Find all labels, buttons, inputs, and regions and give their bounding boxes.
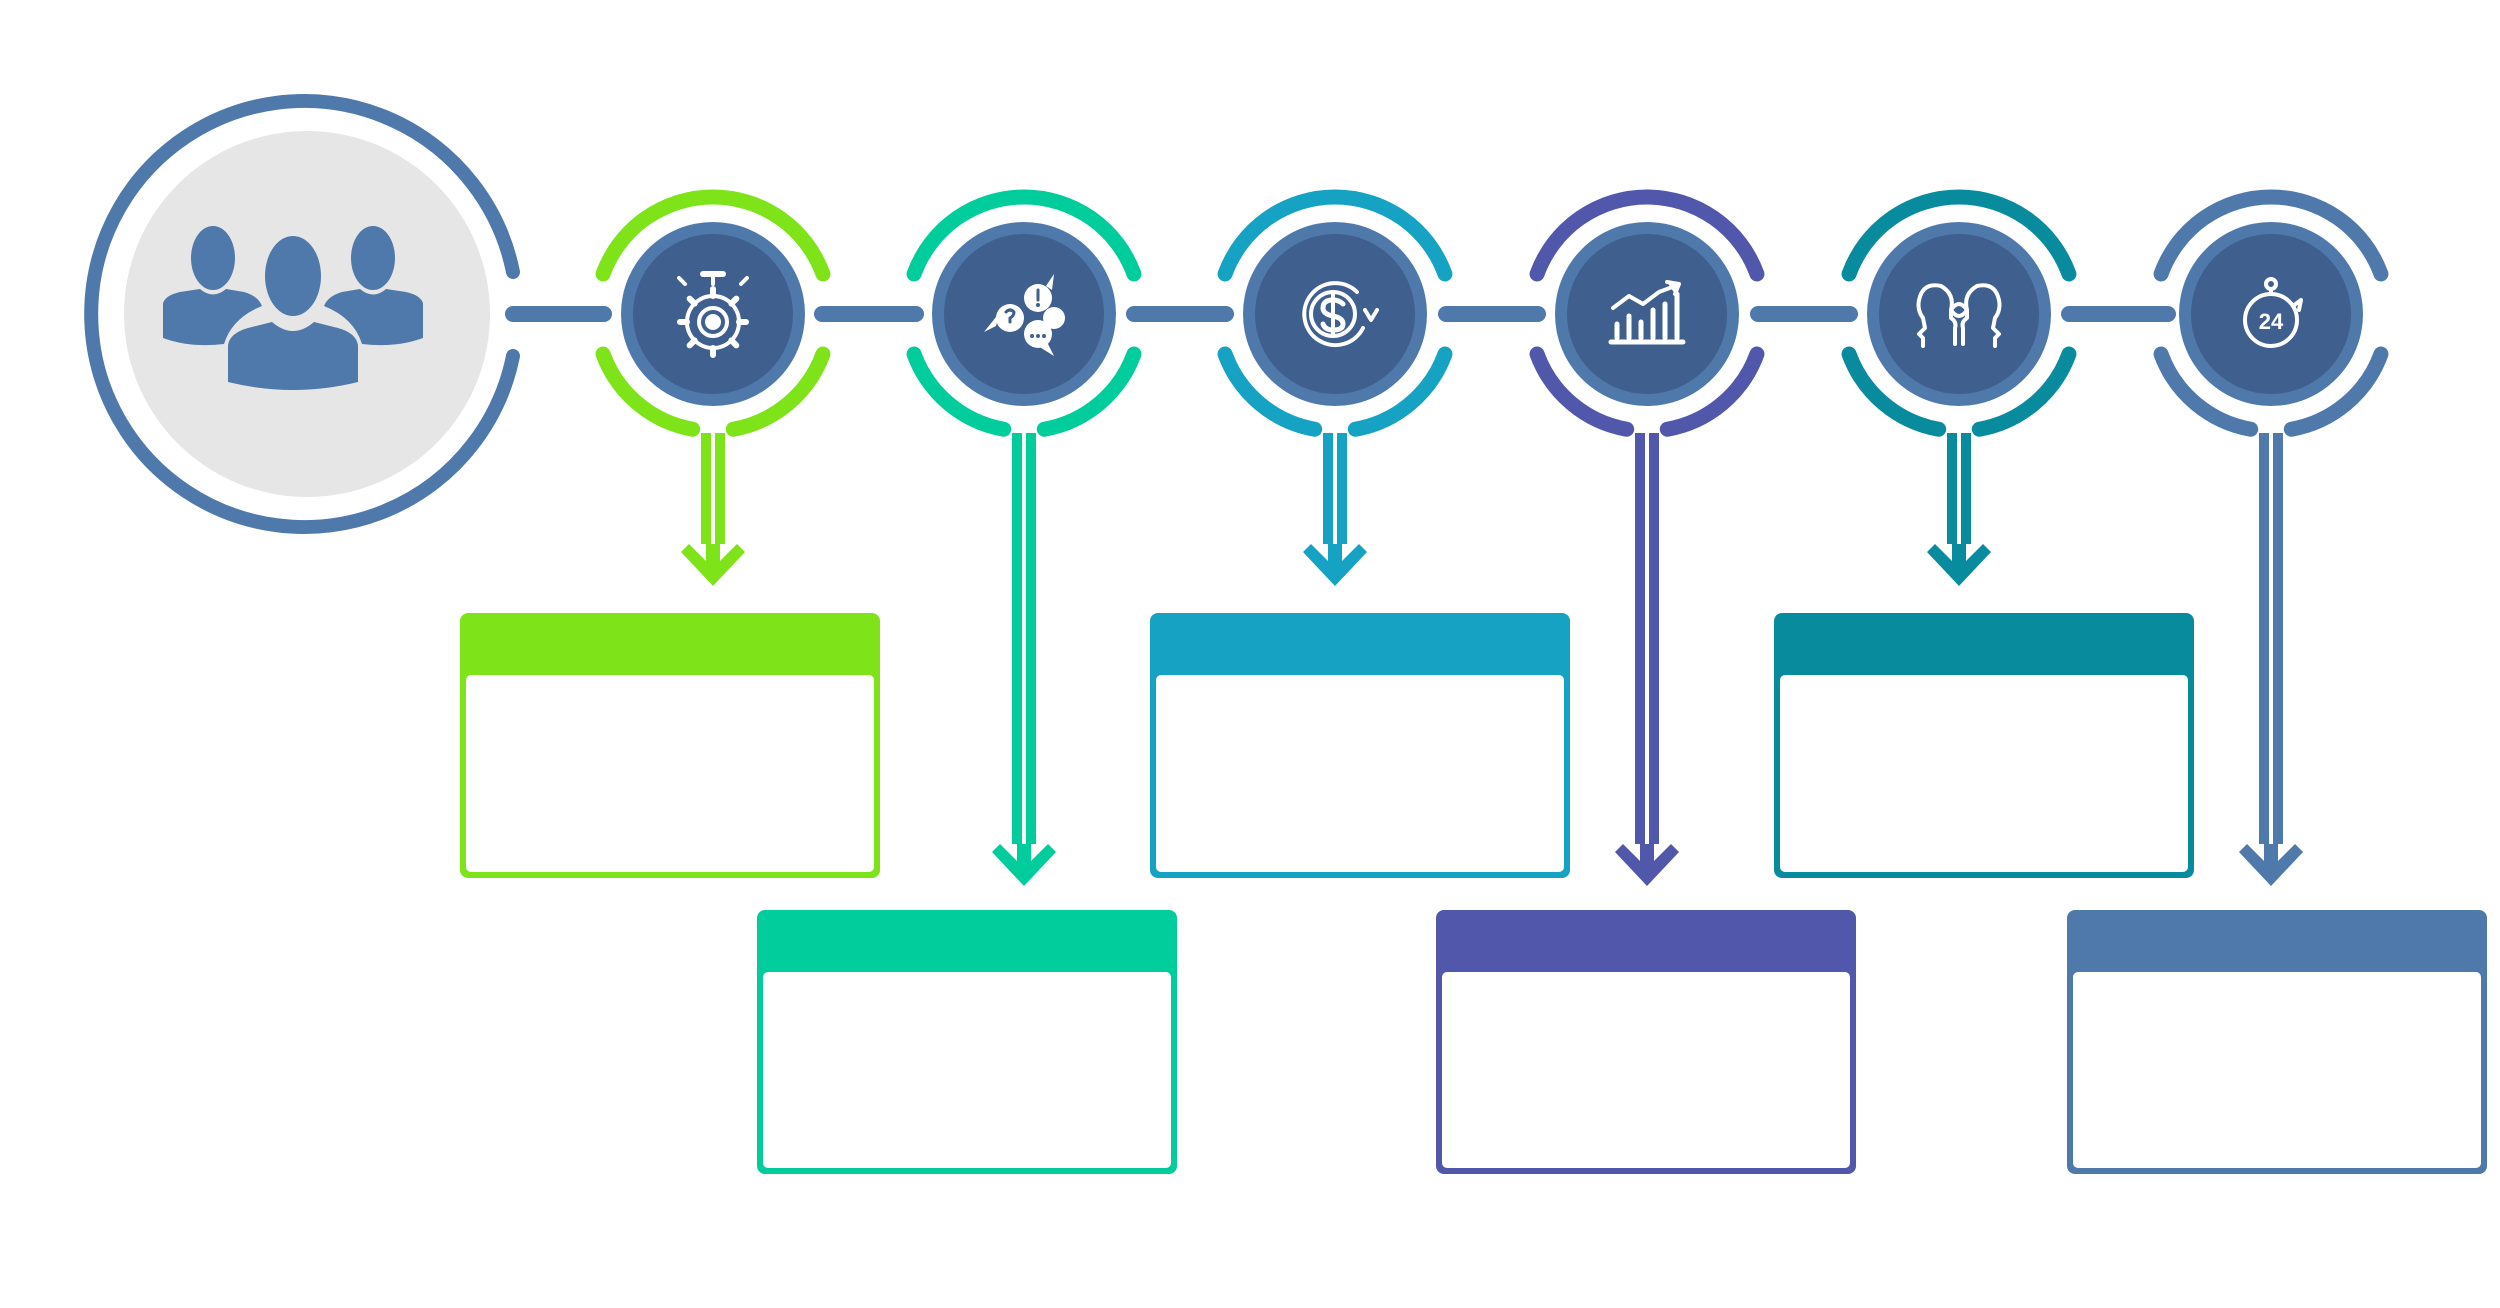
dollar-cycle-icon	[1302, 281, 1379, 348]
step-node-3	[1217, 189, 1453, 437]
box-body	[466, 675, 874, 872]
arrow-head	[1303, 544, 1367, 586]
step-lower-arc	[595, 346, 701, 437]
step-arrow	[992, 433, 1056, 886]
step-lower-arc	[1841, 346, 1947, 437]
step-upper-arc	[906, 189, 1142, 282]
arrow-head	[1927, 544, 1991, 586]
step-upper-arc	[1841, 189, 2077, 282]
speech-bubbles-icon	[984, 274, 1065, 356]
team-icon	[163, 226, 423, 390]
step-lower-arc	[1347, 346, 1453, 437]
step-arrow	[681, 433, 745, 586]
box-body	[1780, 675, 2188, 872]
hub-ring	[84, 94, 520, 534]
box-body	[2073, 972, 2481, 1168]
step-lower-arc	[906, 346, 1012, 437]
step-box-1	[460, 613, 880, 878]
step-box-5	[1774, 613, 2194, 878]
step-arrow	[1927, 433, 1991, 586]
step-lower-arc	[1659, 346, 1765, 437]
step-upper-arc	[595, 189, 831, 282]
arrow-head	[2239, 844, 2303, 886]
step-upper-arc	[1217, 189, 1453, 282]
step-node-4	[1529, 189, 1765, 437]
step-upper-arc	[2153, 189, 2389, 282]
24-hour-timer-icon: 24	[2243, 277, 2303, 348]
stopwatch-gear-icon	[677, 271, 749, 358]
step-arrow	[2239, 433, 2303, 886]
step-disc	[944, 234, 1104, 394]
arrow-head	[1615, 844, 1679, 886]
step-upper-arc	[1529, 189, 1765, 282]
step-arrow	[1303, 433, 1367, 586]
two-heads-icon	[1916, 283, 2002, 348]
svg-text:24: 24	[2259, 309, 2284, 334]
step-node-6: 24	[2153, 189, 2389, 437]
step-arrow	[1615, 433, 1679, 886]
step-box-6	[2067, 910, 2487, 1174]
arrow-head	[681, 544, 745, 586]
step-lower-arc	[1036, 346, 1142, 437]
box-body	[1156, 675, 1564, 872]
step-lower-arc	[2283, 346, 2389, 437]
growth-chart-icon	[1608, 280, 1686, 345]
box-body	[1442, 972, 1850, 1168]
step-disc	[2191, 234, 2351, 394]
step-box-3	[1150, 613, 1570, 878]
step-lower-arc	[1529, 346, 1635, 437]
step-lower-arc	[1217, 346, 1323, 437]
step-lower-arc	[1971, 346, 2077, 437]
hub-node	[84, 94, 520, 534]
step-node-5	[1841, 189, 2077, 437]
step-node-2	[906, 189, 1142, 437]
step-node-1	[595, 189, 831, 437]
step-disc	[1567, 234, 1727, 394]
hub-disc	[124, 131, 490, 497]
step-lower-arc	[2153, 346, 2259, 437]
step-lower-arc	[725, 346, 831, 437]
arrow-head	[992, 844, 1056, 886]
step-box-4	[1436, 910, 1856, 1174]
step-box-2	[757, 910, 1177, 1174]
box-body	[763, 972, 1171, 1168]
